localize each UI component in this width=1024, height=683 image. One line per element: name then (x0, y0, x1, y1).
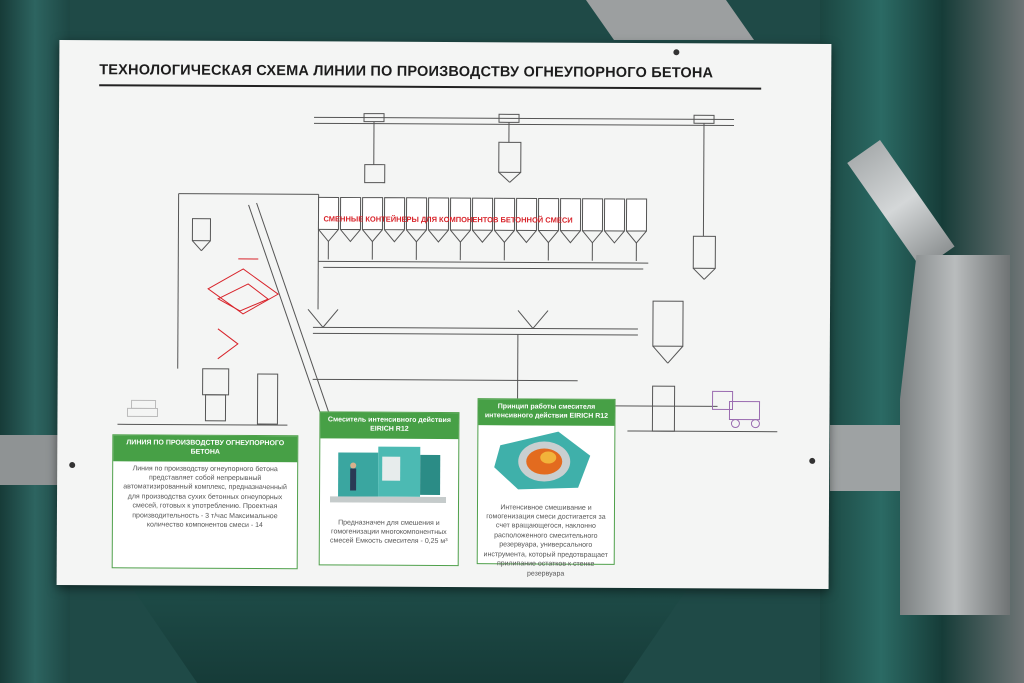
info-card-mixer: Смеситель интенсивного действия EIRICH R… (318, 411, 460, 567)
steel-bracket (0, 435, 65, 485)
card-title: Смеситель интенсивного действия EIRICH R… (320, 412, 459, 439)
info-card-principle: Принцип работы смесителя интенсивного де… (476, 398, 616, 577)
card-title: Принцип работы смесителя интенсивного де… (478, 399, 615, 426)
pin-icon (809, 457, 816, 464)
card-title: ЛИНИЯ ПО ПРОИЗВОДСТВУ ОГНЕУПОРНОГО БЕТОН… (113, 435, 298, 462)
steel-plate (900, 255, 1010, 615)
mixer-photo (330, 446, 447, 503)
hopper-cone (130, 585, 690, 683)
card-text: Интенсивное смешивание и гомогенизация с… (483, 503, 608, 578)
pin-icon (69, 462, 76, 469)
steel-beam (585, 0, 755, 40)
info-card-line: ЛИНИЯ ПО ПРОИЗВОДСТВУ ОГНЕУПОРНОГО БЕТОН… (111, 434, 299, 570)
card-text: Линия по производству огнеупорного бетон… (123, 464, 287, 530)
mixer-cutaway-image (494, 431, 591, 489)
card-text: Предназначен для смешения и гомогенизаци… (330, 518, 448, 546)
title-underline (99, 84, 762, 90)
containers-label: СМЕННЫЕ КОНТЕЙНЕРЫ ДЛЯ КОМПОНЕНТОВ БЕТОН… (323, 214, 572, 224)
steel-bracket (830, 425, 900, 491)
poster: ТЕХНОЛОГИЧЕСКАЯ СХЕМА ЛИНИИ ПО ПРОИЗВОДС… (56, 39, 832, 590)
pin-icon (673, 49, 680, 56)
poster-title: ТЕХНОЛОГИЧЕСКАЯ СХЕМА ЛИНИИ ПО ПРОИЗВОДС… (99, 62, 714, 82)
process-diagram: СМЕННЫЕ КОНТЕЙНЕРЫ ДЛЯ КОМПОНЕНТОВ БЕТОН… (117, 113, 778, 433)
